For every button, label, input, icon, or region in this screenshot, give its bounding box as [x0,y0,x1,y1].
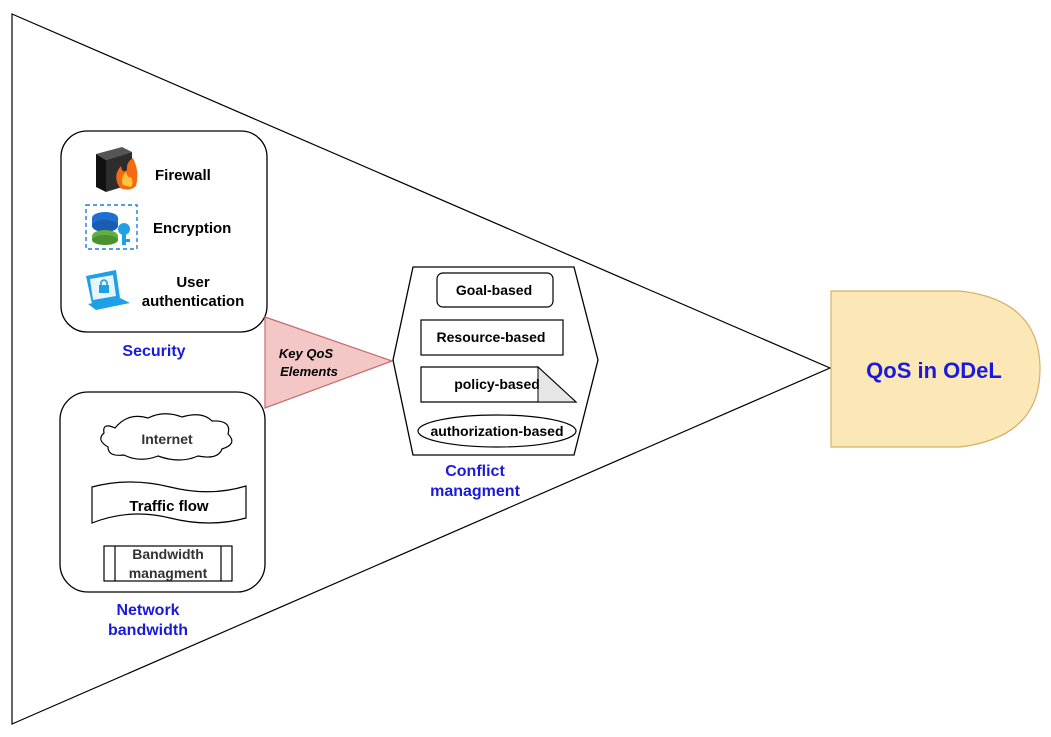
database-key-icon [85,204,138,250]
traffic-flow-shape [91,481,247,524]
firewall-icon [96,147,138,192]
network-title-1: Network [116,602,179,619]
conflict-title-1: Conflict [445,463,505,480]
authorization-based-label: authorization-based [430,423,563,439]
policy-based-fold [537,365,578,403]
laptop-lock-icon [86,270,130,310]
qos-target-label: QoS in ODeL [866,358,1002,383]
user-auth-label-2: authentication [142,293,245,310]
firewall-label: Firewall [155,167,211,184]
resource-based-box [420,319,564,356]
internet-cloud [100,413,233,461]
conflict-hexagon [392,266,599,456]
policy-based-label: policy-based [454,376,540,392]
bandwidth-label-2: managment [129,565,208,581]
network-title-2: bandwidth [108,622,188,639]
resource-based-label: Resource-based [437,329,546,345]
goal-based-label: Goal-based [456,282,532,298]
key-qos-triangle [264,316,394,409]
key-qos-label-1: Key QoS [279,346,334,361]
bandwidth-label-1: Bandwidth [132,546,204,562]
encryption-label: Encryption [153,220,231,237]
security-title: Security [122,343,185,360]
key-qos-label-2: Elements [280,364,338,379]
goal-based-box [436,272,554,308]
bandwidth-box [103,545,233,582]
user-auth-label-1: User [176,274,210,291]
traffic-flow-label: Traffic flow [129,498,209,515]
authorization-based-ellipse [417,414,577,448]
conflict-title-2: managment [430,483,520,500]
qos-target-shape [830,290,1041,448]
internet-label: Internet [141,431,193,447]
